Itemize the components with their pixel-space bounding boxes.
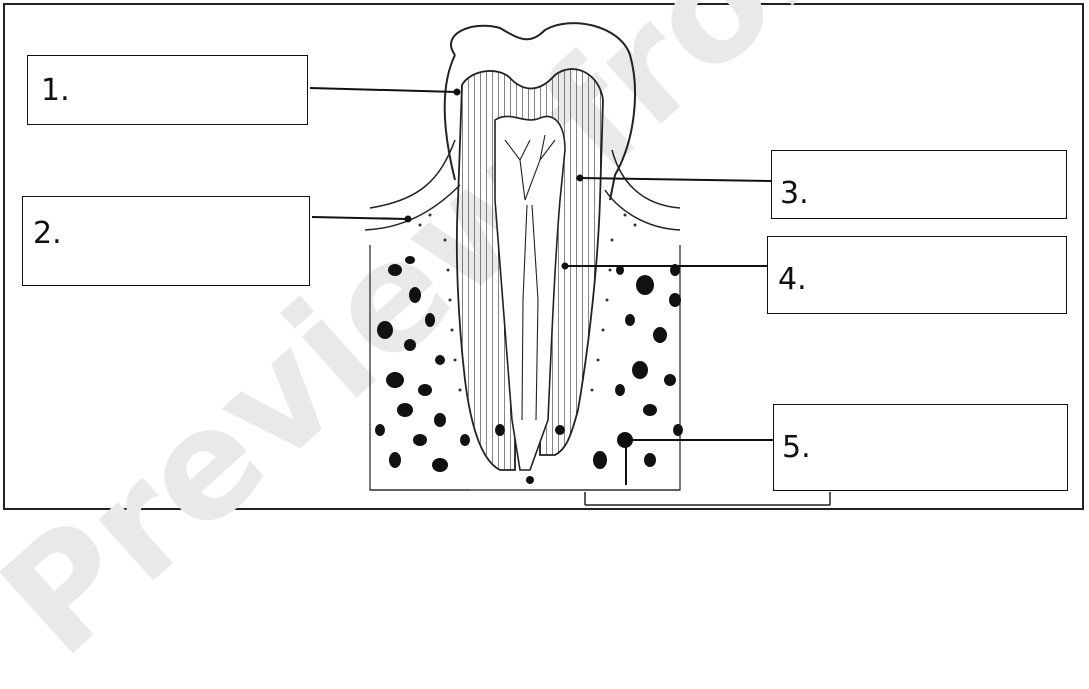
label-box-4[interactable]: 4. — [767, 236, 1067, 314]
label-number-1: 1. — [41, 76, 70, 106]
label-box-5[interactable]: 5. — [773, 404, 1068, 491]
label-number-2: 2. — [33, 219, 62, 249]
label-number-4: 4. — [778, 265, 807, 295]
label-box-3[interactable]: 3. — [771, 150, 1067, 219]
label-box-1[interactable]: 1. — [27, 55, 308, 125]
label-box-2[interactable]: 2. — [22, 196, 310, 286]
label-number-5: 5. — [782, 433, 811, 463]
label-number-3: 3. — [780, 179, 809, 209]
